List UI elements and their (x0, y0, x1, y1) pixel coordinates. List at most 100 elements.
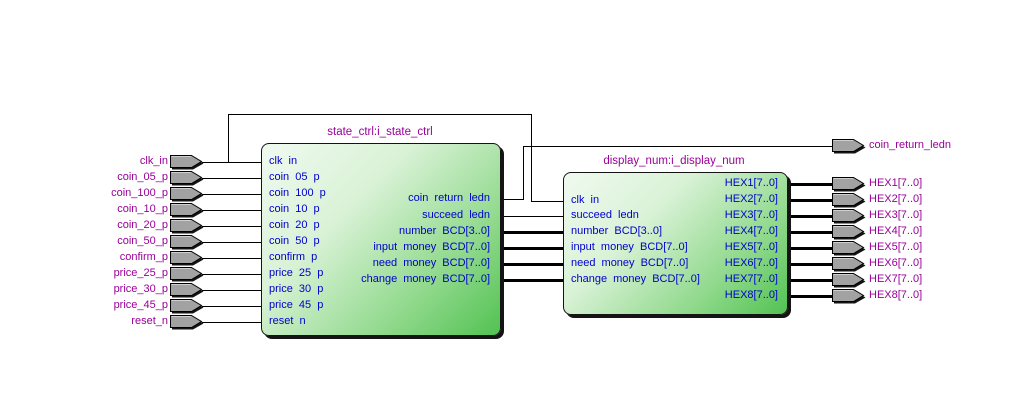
pin-input-coin_100_p[interactable] (170, 186, 206, 202)
wire-coin_10_p[interactable] (202, 210, 262, 211)
output-HEX5_7_0_-pin-icon (832, 241, 866, 256)
pin-output-HEX8_7_0_[interactable] (832, 288, 868, 304)
pin-output-HEX4_7_0_[interactable] (832, 224, 868, 240)
pin-output-HEX1_7_0_[interactable] (832, 176, 868, 192)
pin-input-coin_10_p[interactable] (170, 202, 206, 218)
output-pin-label-HEX8_7_0_: HEX8[7..0] (869, 289, 923, 301)
wire-confirm_p[interactable] (202, 258, 262, 259)
wire-HEX5[interactable] (789, 247, 834, 250)
pin-input-coin_20_p[interactable] (170, 218, 206, 234)
input-pin-label-clk_in: clk_in (139, 155, 168, 167)
output-HEX6_7_0_-pin-icon (832, 257, 866, 272)
wire-need_money_BCD[interactable] (501, 263, 564, 266)
port-state_ctrl-coin_05_p: coin 05 p (269, 171, 320, 183)
port-display_num-HEX5_7_0_: HEX5[7..0] (724, 241, 778, 253)
input-reset_n-pin-icon (170, 315, 204, 330)
port-display_num-HEX3_7_0_: HEX3[7..0] (724, 209, 778, 221)
port-display_num-change_money_BCD_7_0_: change money BCD[7..0] (571, 273, 700, 285)
pin-output-HEX5_7_0_[interactable] (832, 240, 868, 256)
wire-succeed_ledn[interactable] (499, 216, 564, 217)
wire-input_money_BCD[interactable] (501, 247, 564, 250)
pin-output-HEX3_7_0_[interactable] (832, 208, 868, 224)
wire-HEX8[interactable] (789, 295, 834, 298)
port-state_ctrl-coin_100_p: coin 100 p (269, 187, 326, 199)
port-display_num-HEX7_7_0_: HEX7[7..0] (724, 273, 778, 285)
input-pin-label-price_25_p: price_25_p (113, 267, 168, 279)
pin-output-HEX7_7_0_[interactable] (832, 272, 868, 288)
wire-price_25_p[interactable] (202, 274, 262, 275)
port-state_ctrl-confirm_p: confirm p (269, 251, 318, 263)
block-display_num[interactable] (563, 172, 788, 315)
block-title-state_ctrl: state_ctrl:i_state_ctrl (327, 126, 433, 138)
output-pin-label-HEX4_7_0_: HEX4[7..0] (869, 225, 923, 237)
pin-input-coin_05_p[interactable] (170, 170, 206, 186)
wire-number_BCD[interactable] (501, 231, 564, 234)
wire-coin_20_p[interactable] (202, 226, 262, 227)
input-price_30_p-pin-icon (170, 283, 204, 298)
port-display_num-clk_in: clk in (571, 194, 600, 206)
output-HEX1_7_0_-pin-icon (832, 177, 866, 192)
wire-clk_in[interactable] (531, 201, 564, 202)
wire-coin_return_ledn[interactable] (499, 199, 524, 200)
wire-coin_return_ledn[interactable] (523, 146, 834, 147)
input-pin-label-reset_n: reset_n (131, 315, 168, 327)
port-display_num-number_BCD_3_0_: number BCD[3..0] (571, 225, 663, 237)
wire-clk_in[interactable] (202, 162, 262, 163)
output-HEX8_7_0_-pin-icon (832, 289, 866, 304)
wire-HEX4[interactable] (789, 231, 834, 234)
input-pin-label-price_30_p: price_30_p (113, 283, 168, 295)
port-state_ctrl-reset_n: reset n (269, 315, 306, 327)
pin-output-coin_return_ledn[interactable] (832, 138, 868, 154)
pin-input-price_25_p[interactable] (170, 266, 206, 282)
input-price_25_p-pin-icon (170, 267, 204, 282)
wire-change_money_BCD[interactable] (501, 279, 564, 282)
wire-HEX1[interactable] (789, 183, 834, 186)
input-coin_10_p-pin-icon (170, 203, 204, 218)
wire-reset_n[interactable] (202, 322, 262, 323)
output-pin-label-HEX6_7_0_: HEX6[7..0] (869, 257, 923, 269)
block-title-display_num: display_num:i_display_num (603, 155, 745, 167)
wire-coin_05_p[interactable] (202, 178, 262, 179)
output-HEX2_7_0_-pin-icon (832, 193, 866, 208)
pin-input-price_45_p[interactable] (170, 298, 206, 314)
port-state_ctrl-coin_10_p: coin 10 p (269, 203, 320, 215)
input-coin_05_p-pin-icon (170, 171, 204, 186)
wire-price_30_p[interactable] (202, 290, 262, 291)
output-HEX4_7_0_-pin-icon (832, 225, 866, 240)
port-state_ctrl-input_money_BCD_7_0_: input money BCD[7..0] (373, 241, 490, 253)
pin-input-coin_50_p[interactable] (170, 234, 206, 250)
output-pin-label-HEX5_7_0_: HEX5[7..0] (869, 241, 923, 253)
pin-input-reset_n[interactable] (170, 314, 206, 330)
wire-HEX7[interactable] (789, 279, 834, 282)
output-HEX7_7_0_-pin-icon (832, 273, 866, 288)
input-pin-label-coin_10_p: coin_10_p (117, 203, 168, 215)
port-state_ctrl-coin_return_ledn: coin return ledn (408, 192, 490, 204)
input-clk_in-pin-icon (170, 155, 204, 170)
input-pin-label-coin_20_p: coin_20_p (117, 219, 168, 231)
pin-input-clk_in[interactable] (170, 154, 206, 170)
wire-coin_50_p[interactable] (202, 242, 262, 243)
pin-input-price_30_p[interactable] (170, 282, 206, 298)
port-display_num-need_money_BCD_7_0_: need money BCD[7..0] (571, 257, 689, 269)
port-state_ctrl-coin_50_p: coin 50 p (269, 235, 320, 247)
input-pin-label-coin_100_p: coin_100_p (111, 187, 168, 199)
port-state_ctrl-price_25_p: price 25 p (269, 267, 324, 279)
pin-input-confirm_p[interactable] (170, 250, 206, 266)
port-display_num-HEX1_7_0_: HEX1[7..0] (724, 177, 778, 189)
block-state_ctrl[interactable] (261, 143, 501, 336)
wire-HEX2[interactable] (789, 199, 834, 202)
wire-HEX6[interactable] (789, 263, 834, 266)
wire-HEX3[interactable] (789, 215, 834, 218)
pin-output-HEX6_7_0_[interactable] (832, 256, 868, 272)
wire-clk_in[interactable] (531, 114, 532, 201)
port-display_num-HEX8_7_0_: HEX8[7..0] (724, 289, 778, 301)
wire-clk_in[interactable] (228, 114, 229, 162)
wire-coin_return_ledn[interactable] (523, 146, 524, 199)
pin-output-HEX2_7_0_[interactable] (832, 192, 868, 208)
input-pin-label-price_45_p: price_45_p (113, 299, 168, 311)
port-display_num-HEX4_7_0_: HEX4[7..0] (724, 225, 778, 237)
output-pin-label-HEX1_7_0_: HEX1[7..0] (869, 177, 923, 189)
wire-coin_100_p[interactable] (202, 194, 262, 195)
wire-clk_in[interactable] (228, 114, 532, 115)
wire-price_45_p[interactable] (202, 306, 262, 307)
